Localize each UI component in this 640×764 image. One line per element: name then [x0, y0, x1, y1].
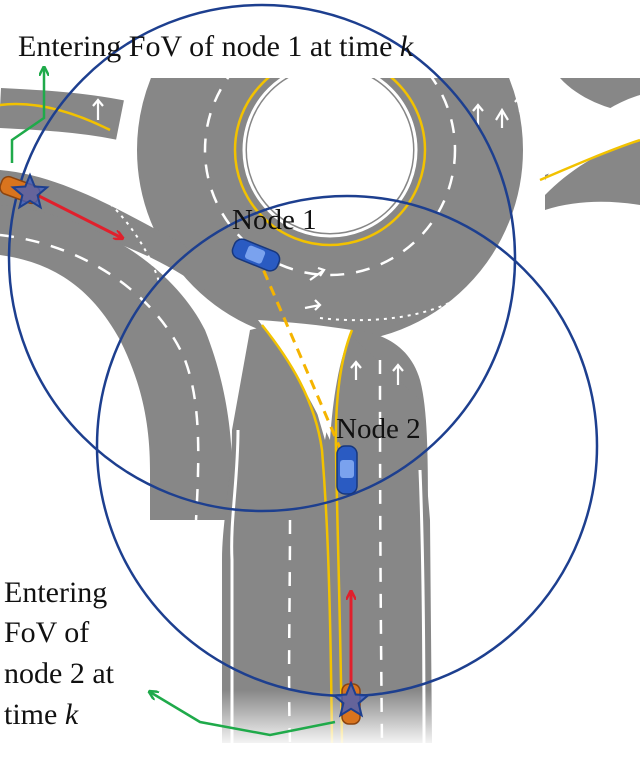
right-arm-road	[545, 140, 640, 210]
bottom-label-line-2: FoV of	[4, 616, 89, 649]
left-yellow-line	[0, 102, 111, 132]
node-link-line	[255, 254, 345, 456]
node-2-entry-arrow	[150, 692, 336, 737]
node-1-entry-arrow	[10, 68, 44, 163]
bottom-annotation-label: Entering FoV of node 2 at time k	[4, 576, 115, 731]
ring-yellow-line	[233, 78, 427, 247]
bottom-label-line-3: node 2 at	[4, 657, 115, 690]
lane-arrow-icon	[92, 94, 551, 385]
road-fade	[0, 690, 640, 743]
ring-lane-dashes	[203, 78, 457, 277]
trunk-lane-dashes-right	[378, 359, 384, 743]
bottom-label-line-4: time k	[4, 698, 79, 731]
left-arm-road	[0, 170, 205, 290]
central-island	[248, 78, 412, 232]
left-bend-road	[0, 205, 232, 520]
roundabout-ring-road	[137, 78, 523, 343]
top-annotation-label: Entering FoV of node 1 at time k	[18, 30, 414, 63]
node-2-car-icon	[336, 445, 358, 495]
node-1-car-icon	[231, 238, 281, 272]
road-network	[0, 78, 640, 743]
star-marker-icon	[10, 172, 371, 718]
bottom-label-line-1: Entering	[4, 576, 107, 609]
node-1-label: Node 1	[232, 204, 317, 236]
right-yellow-line	[539, 138, 640, 182]
trunk-lane-dashes-left	[287, 519, 292, 743]
trunk-left-edge-line	[230, 429, 240, 743]
ring-inner-edge-line	[242, 78, 418, 238]
top-left-arm-road	[0, 88, 124, 140]
trunk-yellow-line-left	[261, 324, 334, 743]
node-1-fov-circle	[7, 3, 517, 513]
left-vehicle-velocity-arrow	[32, 191, 122, 238]
node-2-label: Node 2	[336, 413, 421, 445]
entry-dotted-line	[59, 164, 161, 286]
